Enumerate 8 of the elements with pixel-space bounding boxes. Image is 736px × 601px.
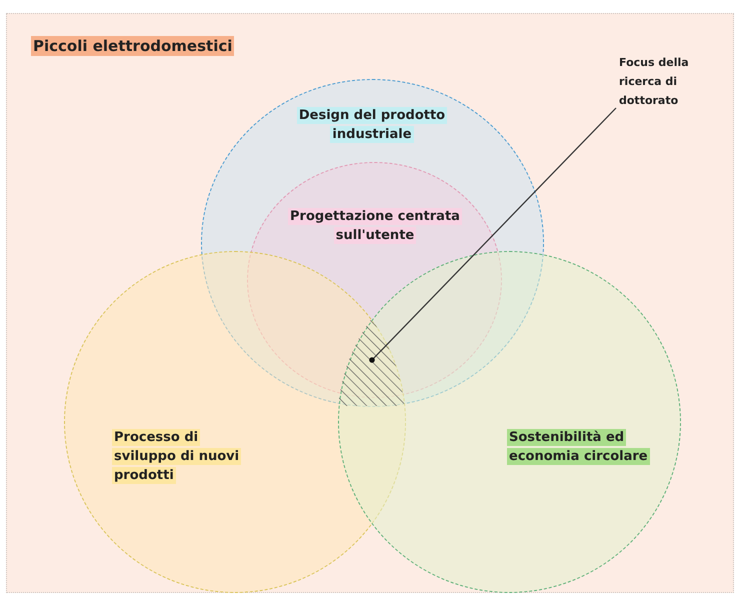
circle-label: Processo di sviluppo di nuovi prodotti — [112, 428, 242, 485]
leader-line — [369, 108, 616, 363]
circle-label: Sostenibilità ed economia circolare — [507, 428, 651, 466]
circle-label: Progettazione centrata sull'utente — [287, 207, 463, 245]
diagram-panel — [6, 13, 734, 593]
callout-text: Focus della ricerca di dottorato — [619, 53, 705, 129]
circle-label: Design del prodotto industriale — [296, 106, 448, 144]
panel-title: Piccoli elettrodomestici — [31, 37, 236, 56]
